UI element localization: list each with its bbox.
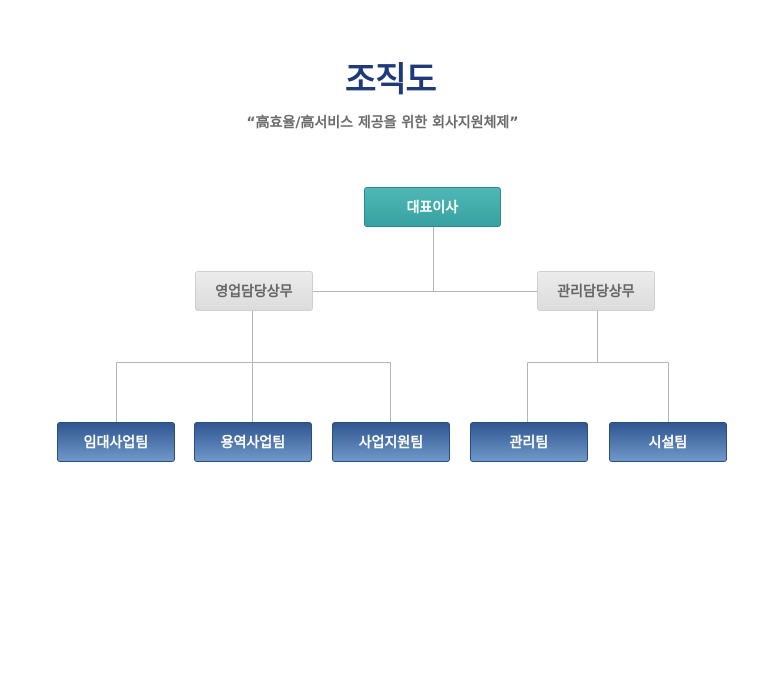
- biz-support-team-node: 사업지원팀: [332, 422, 450, 462]
- service-team-node: 용역사업팀: [194, 422, 312, 462]
- page-subtitle: “高효율/高서비스 제공을 위한 회사지원체제”: [246, 115, 519, 131]
- lease-team-node: 임대사업팀: [57, 422, 175, 462]
- page-title: 조직도: [345, 60, 437, 100]
- ceo-node: 대표이사: [364, 187, 501, 227]
- admin-exec-node: 관리담당상무: [537, 271, 655, 311]
- facility-team-node: 시설팀: [609, 422, 727, 462]
- management-team-node: 관리팀: [470, 422, 588, 462]
- sales-exec-node: 영업담당상무: [195, 271, 313, 311]
